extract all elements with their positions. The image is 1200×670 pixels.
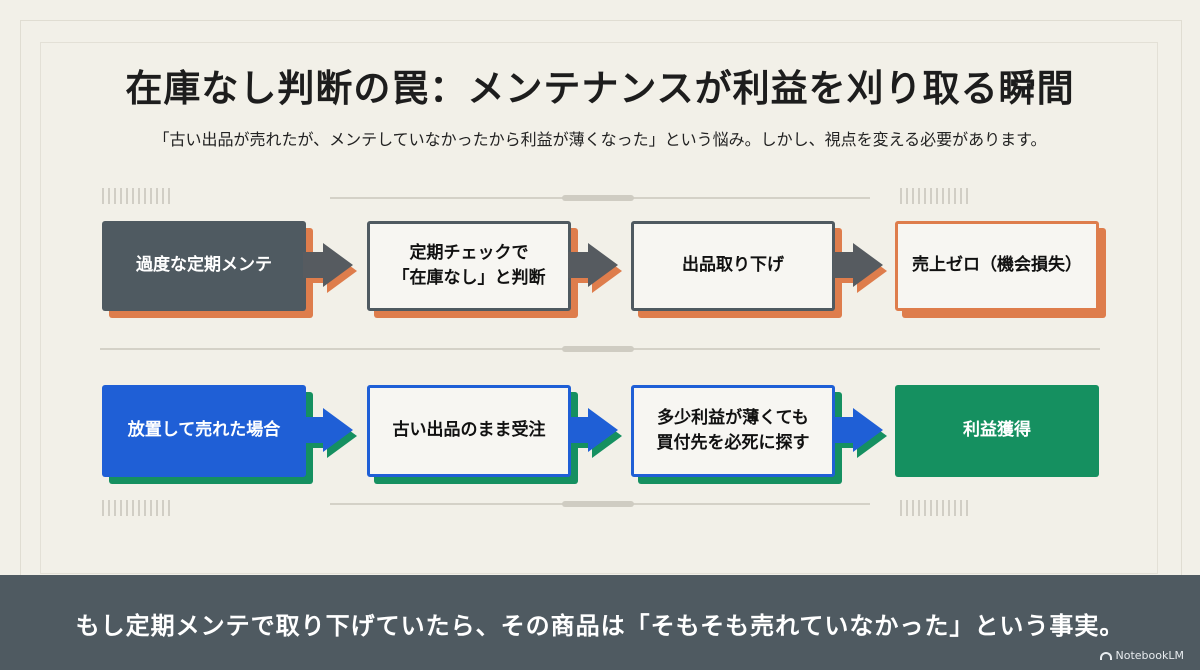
box-label: 定期チェックで	[409, 242, 529, 263]
arrow-stem	[568, 252, 590, 278]
arrow-right-icon	[853, 243, 883, 287]
divider-handle	[562, 501, 634, 507]
divider-handle	[562, 195, 634, 201]
footer-text: もし定期メンテで取り下げていたら、その商品は「そもそも売れていなかった」という事…	[75, 612, 1125, 640]
box-label: 古い出品のまま受注	[392, 420, 546, 441]
arrow-right-icon	[323, 408, 353, 452]
brand-logo: NotebookLM	[1099, 649, 1184, 662]
inner-frame	[40, 42, 1158, 574]
box-label: 過度な定期メンテ	[136, 255, 272, 276]
flow-box-delist: 出品取り下げ	[631, 221, 835, 311]
flow-box-zero-sales: 売上ゼロ（機会損失）	[895, 221, 1099, 311]
box-label: 売上ゼロ（機会損失）	[912, 255, 1082, 276]
arrow-stem	[303, 417, 325, 443]
notebooklm-icon	[1099, 651, 1112, 660]
box-label: 「在庫なし」と判断	[392, 268, 546, 288]
decorative-ticks	[102, 500, 172, 516]
arrow-right-icon	[323, 243, 353, 287]
arrow-stem	[568, 417, 590, 443]
box-label: 出品取り下げ	[682, 255, 784, 276]
flow-box-profit: 利益獲得	[895, 385, 1099, 477]
arrow-stem	[833, 417, 855, 443]
box-label: 買付先を必死に探す	[656, 433, 810, 453]
flow-box-periodic-check: 定期チェックで 「在庫なし」と判断	[367, 221, 571, 311]
arrow-stem	[833, 252, 855, 278]
flow-box-excessive-maintenance: 過度な定期メンテ	[102, 221, 306, 311]
page-subtitle: 「古い出品が売れたが、メンテしていなかったから利益が薄くなった」という悩み。しか…	[153, 130, 1047, 149]
box-label: 放置して売れた場合	[127, 420, 281, 441]
box-label: 利益獲得	[963, 420, 1031, 441]
decorative-ticks	[102, 188, 172, 204]
flow-box-left-alone: 放置して売れた場合	[102, 385, 306, 477]
page-title: 在庫なし判断の罠：メンテナンスが利益を刈り取る瞬間	[125, 67, 1075, 110]
flow-box-find-supplier: 多少利益が薄くても 買付先を必死に探す	[631, 385, 835, 477]
arrow-right-icon	[853, 408, 883, 452]
flow-box-order-received: 古い出品のまま受注	[367, 385, 571, 477]
decorative-ticks	[900, 500, 970, 516]
decorative-ticks	[900, 188, 970, 204]
box-label: 多少利益が薄くても	[657, 407, 809, 428]
footer-bar	[0, 575, 1200, 670]
arrow-stem	[303, 252, 325, 278]
divider-handle	[562, 346, 634, 352]
arrow-right-icon	[588, 243, 618, 287]
brand-label: NotebookLM	[1115, 649, 1184, 662]
arrow-right-icon	[588, 408, 618, 452]
